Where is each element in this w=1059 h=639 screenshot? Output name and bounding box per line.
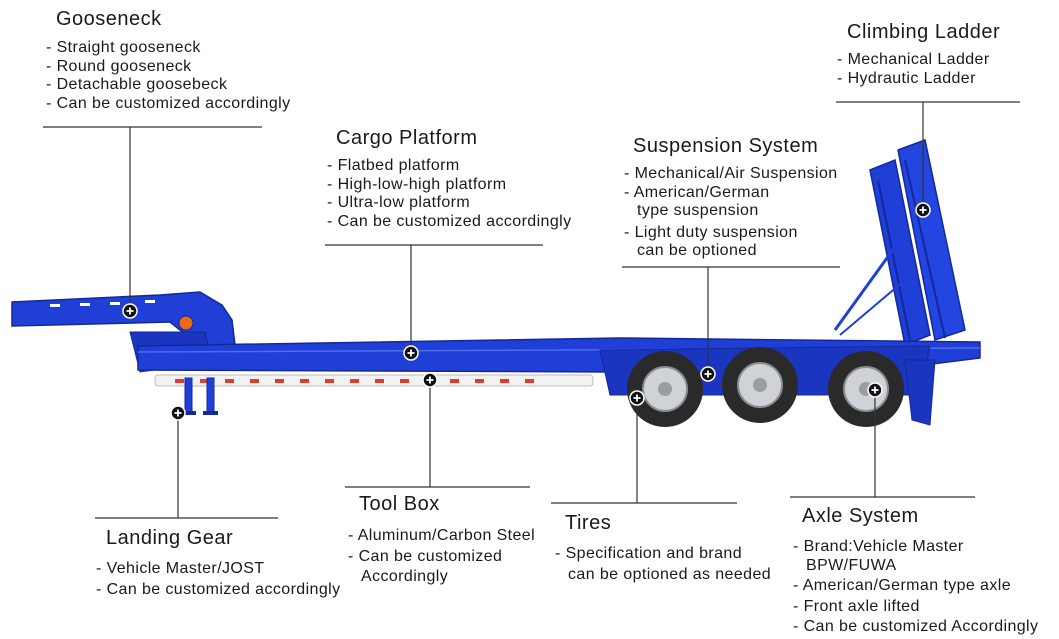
- tires-item: - Specification and brand: [555, 545, 742, 562]
- axle-system-item: - Brand:Vehicle Master: [793, 538, 964, 555]
- cargo-platform-item: - Flatbed platform: [327, 157, 460, 174]
- tool-box-item: - Aluminum/Carbon Steel: [348, 527, 536, 544]
- cargo-platform-item: - Ultra-low platform: [327, 194, 471, 211]
- axle-system-item: - Front axle lifted: [793, 597, 920, 615]
- wheels: [627, 347, 904, 427]
- landing-gear-marker: [170, 405, 186, 421]
- cargo-platform-title: Cargo Platform: [336, 127, 478, 149]
- gooseneck-items: - Straight gooseneck - Round gooseneck -…: [46, 39, 291, 113]
- gooseneck-marker: [122, 303, 138, 319]
- climbing-ladders: [833, 138, 966, 347]
- cargo-platform-marker: [403, 345, 419, 361]
- gooseneck-item: - Straight gooseneck: [46, 39, 201, 56]
- tool-box-item: - Can be customized: [348, 547, 503, 565]
- gooseneck-item: - Round gooseneck: [46, 57, 192, 75]
- suspension-system-item: - Light duty suspension: [624, 223, 798, 241]
- axle-system-item: BPW/FUWA: [806, 556, 897, 574]
- tires-item: can be optioned as needed: [568, 565, 772, 583]
- tool-box: [154, 374, 594, 387]
- axle-system-item: - Can be customized Accordingly: [793, 618, 1039, 635]
- axle-system-items: - Brand:Vehicle Master BPW/FUWA - Americ…: [793, 538, 1038, 637]
- axle-system-marker: [867, 382, 883, 398]
- climbing-ladder-items: - Mechanical Ladder - Hydrautic Ladder: [837, 51, 990, 88]
- climbing-ladder-marker: [915, 202, 931, 218]
- suspension-system-marker: [700, 366, 716, 382]
- landing-gear-title: Landing Gear: [106, 527, 234, 549]
- axle-system-title: Axle System: [802, 505, 919, 527]
- tires-title: Tires: [565, 512, 612, 534]
- climbing-ladder-item: - Hydrautic Ladder: [837, 69, 976, 87]
- axle-system-item: - American/German type axle: [793, 577, 1011, 594]
- suspension-system-item: type suspension: [637, 202, 759, 219]
- leader-lines: [43, 101, 1020, 519]
- tires-marker: [629, 390, 645, 406]
- tires-items: - Specification and brand can be optione…: [555, 545, 771, 584]
- tool-box-item: Accordingly: [361, 568, 449, 585]
- suspension-system-item: - American/German: [624, 183, 770, 201]
- gooseneck-item: - Detachable goosebeck: [46, 76, 228, 93]
- suspension-system-item: - Mechanical/Air Suspension: [624, 165, 838, 182]
- gooseneck-title: Gooseneck: [56, 8, 162, 30]
- climbing-ladder-item: - Mechanical Ladder: [837, 51, 990, 68]
- suspension-system-title: Suspension System: [633, 135, 819, 157]
- tool-box-items: - Aluminum/Carbon Steel - Can be customi…: [348, 527, 535, 587]
- tool-box-title: Tool Box: [359, 493, 440, 515]
- suspension-system-item: can be optioned: [637, 242, 757, 259]
- callout-markers: [122, 202, 931, 421]
- landing-gear-legs: [181, 377, 218, 415]
- cargo-platform-items: - Flatbed platform - High-low-high platf…: [327, 157, 572, 231]
- tool-box-marker: [422, 372, 438, 388]
- suspension-system-items: - Mechanical/Air Suspension - American/G…: [624, 165, 838, 261]
- landing-gear-item: - Vehicle Master/JOST: [96, 560, 265, 577]
- climbing-ladder-title: Climbing Ladder: [847, 21, 1001, 43]
- cargo-platform-item: - Can be customized accordingly: [327, 212, 572, 230]
- cargo-platform-item: - High-low-high platform: [327, 175, 507, 193]
- gooseneck-item: - Can be customized accordingly: [46, 94, 291, 112]
- landing-gear-item: - Can be customized accordingly: [96, 580, 341, 598]
- landing-gear-items: - Vehicle Master/JOST - Can be customize…: [96, 560, 341, 599]
